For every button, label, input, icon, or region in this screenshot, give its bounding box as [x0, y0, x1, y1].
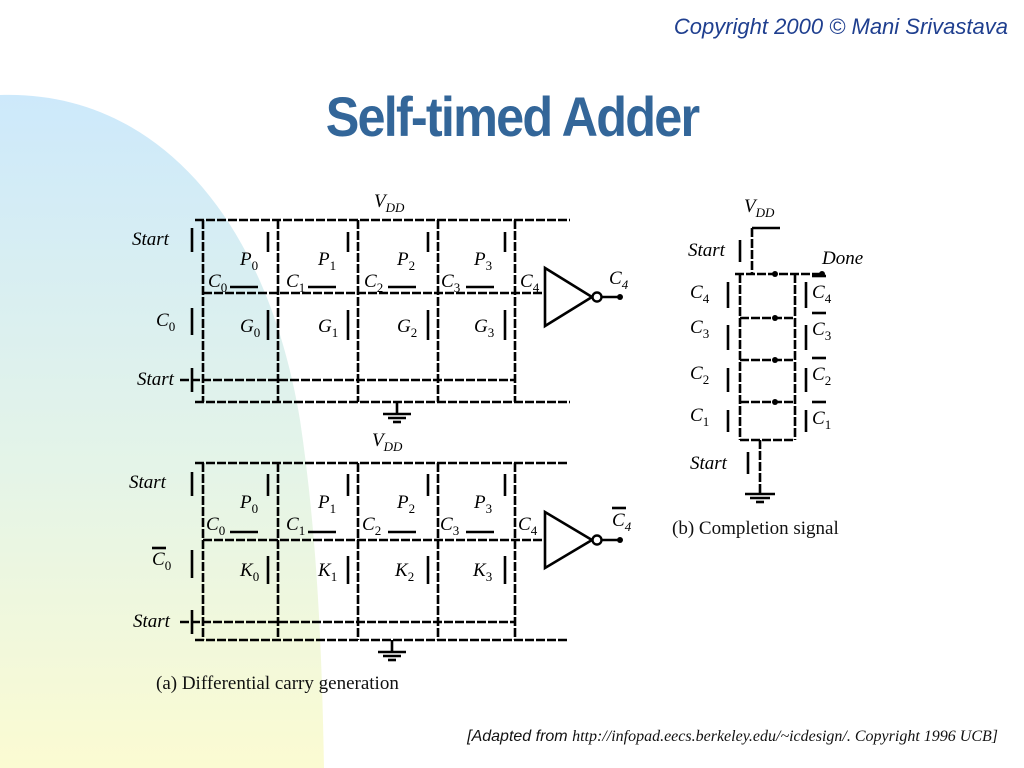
attribution-lead: [Adapted from: [467, 728, 573, 745]
svg-text:C2: C2: [690, 363, 709, 387]
svg-text:C1: C1: [812, 408, 831, 432]
svg-text:K0: K0: [239, 560, 259, 584]
svg-text:G0: G0: [240, 316, 260, 340]
svg-text:C1: C1: [286, 514, 305, 538]
svg-text:P0: P0: [239, 249, 258, 273]
svg-text:P1: P1: [317, 249, 336, 273]
svg-text:C3: C3: [440, 514, 459, 538]
attribution-url: http://infopad.eecs.berkeley.edu/~icdesi…: [572, 728, 998, 745]
source-attribution: [Adapted from http://infopad.eecs.berkel…: [467, 728, 998, 746]
svg-text:K2: K2: [394, 560, 414, 584]
carry-chain-top: VDD: [132, 191, 629, 424]
svg-text:C1: C1: [286, 271, 305, 295]
svg-text:C2: C2: [364, 271, 383, 295]
svg-text:P3: P3: [473, 249, 492, 273]
caption-completion-signal: (b) Completion signal: [672, 518, 839, 539]
svg-text:C0: C0: [156, 310, 175, 334]
svg-text:C4: C4: [812, 282, 832, 306]
svg-text:C0: C0: [206, 514, 225, 538]
output-label-c4-bottom: C4: [612, 510, 632, 534]
svg-text:K3: K3: [472, 560, 492, 584]
svg-text:G1: G1: [318, 316, 338, 340]
vdd-label-top: VDD: [374, 191, 405, 215]
svg-text:G3: G3: [474, 316, 494, 340]
svg-text:K1: K1: [317, 560, 337, 584]
done-label: Done: [821, 248, 863, 269]
carry-chain-bottom: VDD Start Start C0: [129, 430, 632, 662]
svg-text:P0: P0: [239, 492, 258, 516]
svg-text:C1: C1: [690, 405, 709, 429]
svg-text:C4: C4: [518, 514, 538, 538]
slide-title: Self-timed Adder: [325, 85, 700, 148]
vdd-label-completion: VDD: [744, 196, 775, 220]
completion-signal-circuit: VDD Start Done Start C4 C: [688, 196, 863, 504]
svg-text:C3: C3: [812, 319, 831, 343]
svg-text:P3: P3: [473, 492, 492, 516]
svg-text:C3: C3: [441, 271, 460, 295]
start-label-bottom-footer: Start: [133, 611, 171, 632]
svg-text:C2: C2: [812, 364, 831, 388]
svg-text:C0: C0: [152, 549, 171, 573]
svg-text:C4: C4: [520, 271, 540, 295]
svg-text:G2: G2: [397, 316, 417, 340]
svg-text:C2: C2: [362, 514, 381, 538]
start-label-completion-bottom: Start: [690, 453, 728, 474]
svg-text:C3: C3: [690, 317, 709, 341]
caption-differential-carry: (a) Differential carry generation: [156, 673, 399, 694]
svg-text:C4: C4: [690, 282, 710, 306]
copyright-notice: Copyright 2000 © Mani Srivastava: [673, 14, 1008, 39]
svg-text:C0: C0: [208, 271, 227, 295]
vdd-label-bottom: VDD: [372, 430, 403, 454]
start-label-bottom-chain: Start: [137, 369, 175, 390]
svg-text:P2: P2: [396, 249, 415, 273]
svg-text:P2: P2: [396, 492, 415, 516]
start-label-top: Start: [132, 229, 170, 250]
svg-text:P1: P1: [317, 492, 336, 516]
output-label-c4-top: C4: [609, 268, 629, 292]
start-label-bottom-top: Start: [129, 472, 167, 493]
start-label-completion-top: Start: [688, 240, 726, 261]
